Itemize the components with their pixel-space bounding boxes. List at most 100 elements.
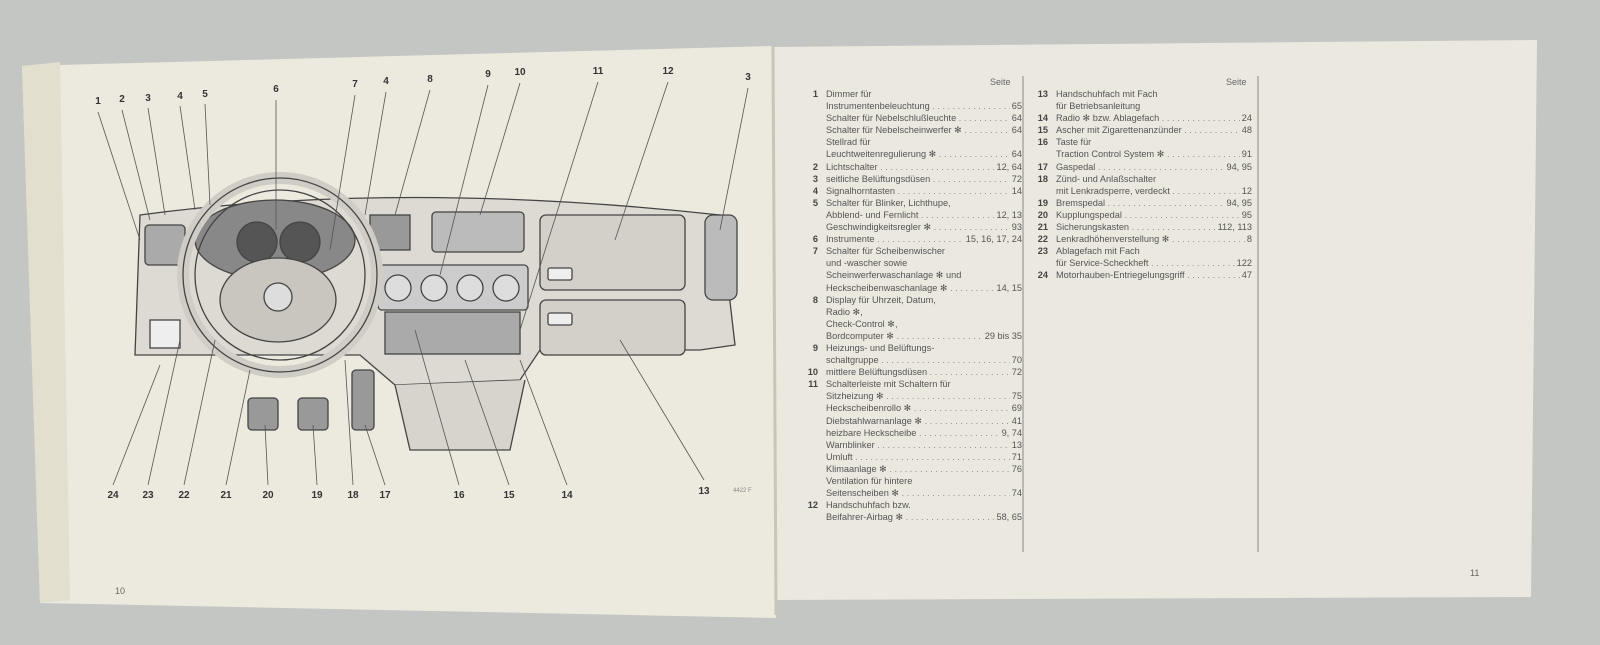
- item-number: [1030, 185, 1056, 197]
- page-reference: 14: [1011, 185, 1022, 196]
- item-text: Leuchtweitenregulierung ✻: [826, 148, 1010, 160]
- page-gutter: [771, 45, 778, 616]
- index-line: 23 Ablagefach mit Fach: [1030, 245, 1252, 257]
- item-text: Dimmer für: [826, 89, 872, 99]
- index-line: schaltgruppe70: [800, 354, 1022, 366]
- item-text: Zünd- und Anlaßschalter: [1056, 173, 1157, 184]
- item-text: Radio ✻ bzw. Ablagefach: [1056, 112, 1240, 124]
- index-line: Geschwindigkeitsregler ✻93: [800, 221, 1022, 233]
- index-line: Scheinwerferwaschanlage ✻ und: [800, 269, 1022, 281]
- item-number: [800, 390, 826, 402]
- item-text: seitliche Belüftungsdüsen: [826, 173, 1010, 185]
- item-number: 1: [812, 89, 818, 99]
- column-header-seite: Seite: [990, 77, 1011, 87]
- item-number: [800, 282, 826, 294]
- callout-number: 1: [95, 96, 101, 107]
- item-text: Heizungs- und Belüftungs-: [826, 342, 935, 353]
- page-reference: 76: [1011, 463, 1022, 474]
- item-text: Lichtschalter: [826, 161, 994, 173]
- item-number: 11: [808, 379, 818, 390]
- item-text: Handschuhfach mit Fach: [1056, 89, 1158, 99]
- index-line: 17Gaspedal94, 95: [1030, 161, 1252, 173]
- item-number: 8: [812, 294, 818, 305]
- item-text: Klimaanlage ✻: [826, 463, 1010, 475]
- right-page-number: 11: [1470, 568, 1480, 578]
- item-number: [800, 221, 826, 233]
- item-number: 13: [1037, 89, 1048, 99]
- item-text: Gaspedal: [1056, 161, 1224, 173]
- page-reference: 122: [1236, 258, 1252, 269]
- item-text: Ablagefach mit Fach: [1056, 246, 1140, 257]
- item-number: [1030, 148, 1056, 160]
- item-number: 18: [1037, 173, 1048, 184]
- index-line: für Betriebsanleitung: [1030, 100, 1252, 112]
- item-number: 14: [1037, 113, 1048, 124]
- callout-number: 3: [145, 93, 151, 104]
- index-line: Abblend- und Fernlicht12, 13: [800, 209, 1022, 221]
- page-reference: 14, 15: [996, 282, 1022, 293]
- item-text: Traction Control System ✻: [1056, 148, 1240, 160]
- index-line: Stellrad für: [800, 136, 1022, 148]
- item-text: Bremspedal: [1056, 197, 1224, 209]
- index-line: Bordcomputer ✻29 bis 35: [800, 330, 1022, 342]
- item-number: [800, 330, 826, 342]
- item-number: [800, 257, 826, 269]
- callout-number: 10: [514, 67, 526, 78]
- callout-number: 13: [698, 486, 710, 497]
- item-text: Schalter für Blinker, Lichthupe,: [826, 197, 951, 208]
- item-number: 2: [812, 161, 818, 172]
- item-number: [800, 269, 826, 281]
- page-reference: 64: [1011, 113, 1022, 124]
- item-number: 7: [812, 246, 818, 257]
- callout-number: 6: [273, 84, 279, 95]
- item-number: 10: [807, 367, 818, 378]
- left-page-edge: [22, 62, 70, 603]
- item-number: [800, 124, 826, 136]
- callout-number: 9: [485, 69, 491, 80]
- page-reference: 72: [1011, 367, 1022, 378]
- item-number: 15: [1037, 125, 1048, 136]
- page-reference: 112, 113: [1217, 222, 1252, 233]
- page-reference: 64: [1011, 149, 1022, 160]
- item-text: heizbare Heckscheibe: [826, 427, 1000, 439]
- callout-number: 16: [453, 490, 465, 501]
- item-number: [1030, 100, 1056, 112]
- item-number: 19: [1037, 197, 1048, 208]
- index-line: Instrumentenbeleuchtung65: [800, 100, 1022, 112]
- item-number: 5: [812, 197, 818, 208]
- index-line: 19Bremspedal94, 95: [1030, 197, 1252, 209]
- item-number: 22: [1037, 234, 1048, 245]
- page-reference: 65: [1011, 101, 1022, 112]
- index-line: 20Kupplungspedal95: [1030, 209, 1252, 221]
- item-number: 4: [812, 185, 818, 196]
- item-text: Lenkradhöhenverstellung ✻: [1056, 233, 1245, 245]
- item-number: [800, 451, 826, 463]
- page-reference: 70: [1011, 355, 1022, 366]
- column-header-seite: Seite: [1226, 77, 1247, 87]
- index-line: 13 Handschuhfach mit Fach: [1030, 88, 1252, 100]
- index-line: mit Lenkradsperre, verdeckt12: [1030, 185, 1252, 197]
- index-line: 6Instrumente15, 16, 17, 24: [800, 233, 1022, 245]
- item-number: [1030, 257, 1056, 269]
- index-line: Check-Control ✻,: [800, 318, 1022, 330]
- item-text: Stellrad für: [826, 137, 871, 148]
- index-line: Schalter für Nebelschlußleuchte64: [800, 112, 1022, 124]
- item-text: Instrumente: [826, 233, 964, 245]
- index-line: Seitenscheiben ✻74: [800, 487, 1022, 499]
- item-number: 23: [1037, 246, 1048, 257]
- page-reference: 64: [1011, 125, 1022, 136]
- item-number: 9: [812, 342, 818, 353]
- item-number: [800, 487, 826, 499]
- page-reference: 12, 64: [996, 161, 1022, 172]
- item-number: 24: [1037, 270, 1048, 281]
- page-reference: 9, 74: [1001, 427, 1022, 438]
- item-number: [800, 402, 826, 414]
- item-text: Geschwindigkeitsregler ✻: [826, 221, 1010, 233]
